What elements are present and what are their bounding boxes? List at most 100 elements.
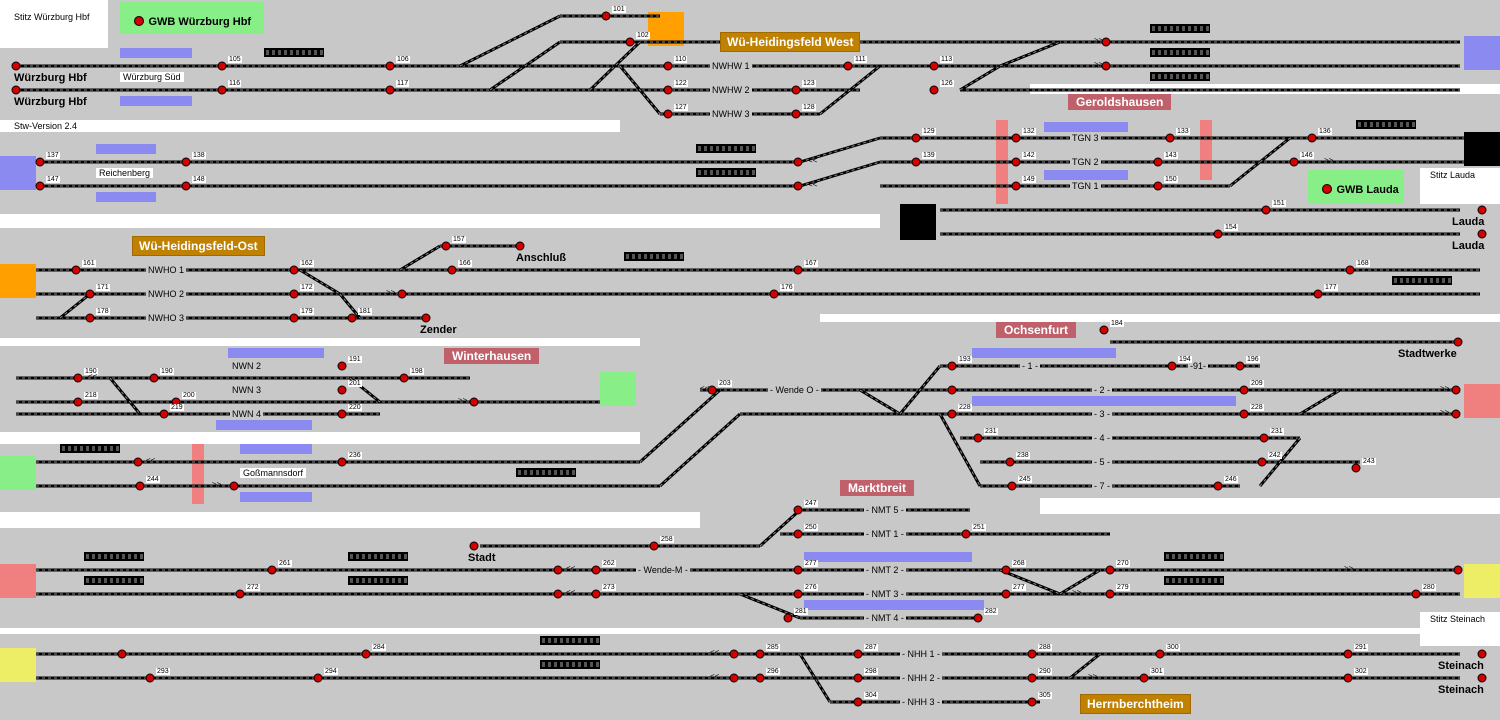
- main-signal-143[interactable]: [1153, 157, 1163, 167]
- main-signal-290[interactable]: [1027, 673, 1037, 683]
- main-signal-228[interactable]: [1239, 409, 1249, 419]
- main-signal-179[interactable]: [289, 313, 299, 323]
- main-signal-129[interactable]: [911, 133, 921, 143]
- main-signal-238[interactable]: [1005, 457, 1015, 467]
- main-signal-243[interactable]: [1351, 463, 1361, 473]
- main-signal-250[interactable]: [793, 529, 803, 539]
- main-signal-196[interactable]: [1235, 361, 1245, 371]
- main-signal-258[interactable]: [649, 541, 659, 551]
- main-signal-246[interactable]: [1213, 481, 1223, 491]
- main-signal-193[interactable]: [947, 361, 957, 371]
- main-signal-128[interactable]: [791, 109, 801, 119]
- main-signal-294[interactable]: [313, 673, 323, 683]
- train-number-field[interactable]: [696, 144, 756, 153]
- train-number-field[interactable]: [1150, 24, 1210, 33]
- main-signal-277[interactable]: [793, 565, 803, 575]
- main-signal-280[interactable]: [1411, 589, 1421, 599]
- main-signal-136[interactable]: [1307, 133, 1317, 143]
- main-signal-null[interactable]: [11, 61, 21, 71]
- main-signal-null[interactable]: [1451, 385, 1461, 395]
- main-signal-287[interactable]: [853, 649, 863, 659]
- main-signal-null[interactable]: [1101, 61, 1111, 71]
- main-signal-198[interactable]: [399, 373, 409, 383]
- main-signal-262[interactable]: [591, 565, 601, 575]
- train-number-field[interactable]: [60, 444, 120, 453]
- main-signal-178[interactable]: [85, 313, 95, 323]
- main-signal-null[interactable]: [947, 385, 957, 395]
- main-signal-133[interactable]: [1165, 133, 1175, 143]
- main-signal-245[interactable]: [1007, 481, 1017, 491]
- train-number-field[interactable]: [1356, 120, 1416, 129]
- main-signal-null[interactable]: [1451, 409, 1461, 419]
- main-signal-null[interactable]: [1101, 37, 1111, 47]
- main-signal-285[interactable]: [755, 649, 765, 659]
- main-signal-194[interactable]: [1167, 361, 1177, 371]
- main-signal-219[interactable]: [159, 409, 169, 419]
- main-signal-null[interactable]: [469, 397, 479, 407]
- main-signal-142[interactable]: [1011, 157, 1021, 167]
- main-signal-null[interactable]: [421, 313, 431, 323]
- train-number-field[interactable]: [1392, 276, 1452, 285]
- main-signal-236[interactable]: [337, 457, 347, 467]
- main-signal-191[interactable]: [337, 361, 347, 371]
- main-signal-null[interactable]: [729, 673, 739, 683]
- main-signal-null[interactable]: [397, 289, 407, 299]
- main-signal-190[interactable]: [73, 373, 83, 383]
- main-signal-null[interactable]: [553, 565, 563, 575]
- main-signal-279[interactable]: [1105, 589, 1115, 599]
- main-signal-231[interactable]: [973, 433, 983, 443]
- main-signal-101[interactable]: [601, 11, 611, 21]
- main-signal-203[interactable]: [707, 385, 717, 395]
- gwb-lauda-button[interactable]: GWB Lauda: [1322, 180, 1399, 198]
- main-signal-null[interactable]: [1453, 337, 1463, 347]
- main-signal-null[interactable]: [1477, 229, 1487, 239]
- main-signal-176[interactable]: [769, 289, 779, 299]
- main-signal-247[interactable]: [793, 505, 803, 515]
- main-signal-300[interactable]: [1155, 649, 1165, 659]
- main-signal-111[interactable]: [843, 61, 853, 71]
- train-number-field[interactable]: [348, 552, 408, 561]
- main-signal-190[interactable]: [149, 373, 159, 383]
- train-number-field[interactable]: [540, 636, 600, 645]
- main-signal-126[interactable]: [929, 85, 939, 95]
- main-signal-302[interactable]: [1343, 673, 1353, 683]
- main-signal-137[interactable]: [35, 157, 45, 167]
- main-signal-293[interactable]: [145, 673, 155, 683]
- main-signal-177[interactable]: [1313, 289, 1323, 299]
- main-signal-110[interactable]: [663, 61, 673, 71]
- main-signal-268[interactable]: [1001, 565, 1011, 575]
- train-number-field[interactable]: [264, 48, 324, 57]
- main-signal-150[interactable]: [1153, 181, 1163, 191]
- main-signal-null[interactable]: [515, 241, 525, 251]
- main-signal-151[interactable]: [1261, 205, 1271, 215]
- train-number-field[interactable]: [1150, 72, 1210, 81]
- main-signal-284[interactable]: [361, 649, 371, 659]
- main-signal-138[interactable]: [181, 157, 191, 167]
- main-signal-220[interactable]: [337, 409, 347, 419]
- train-number-field[interactable]: [84, 552, 144, 561]
- main-signal-161[interactable]: [71, 265, 81, 275]
- main-signal-167[interactable]: [793, 265, 803, 275]
- main-signal-273[interactable]: [591, 589, 601, 599]
- main-signal-281[interactable]: [783, 613, 793, 623]
- main-signal-283[interactable]: [117, 649, 127, 659]
- main-signal-null[interactable]: [793, 181, 803, 191]
- main-signal-270[interactable]: [1105, 565, 1115, 575]
- main-signal-null[interactable]: [793, 157, 803, 167]
- main-signal-157[interactable]: [441, 241, 451, 251]
- main-signal-162[interactable]: [289, 265, 299, 275]
- main-signal-209[interactable]: [1239, 385, 1249, 395]
- main-signal-171[interactable]: [85, 289, 95, 299]
- main-signal-282[interactable]: [973, 613, 983, 623]
- main-signal-null[interactable]: [1477, 205, 1487, 215]
- main-signal-298[interactable]: [853, 673, 863, 683]
- main-signal-291[interactable]: [1343, 649, 1353, 659]
- main-signal-null[interactable]: [1477, 649, 1487, 659]
- main-signal-null[interactable]: [133, 457, 143, 467]
- main-signal-304[interactable]: [853, 697, 863, 707]
- main-signal-139[interactable]: [911, 157, 921, 167]
- main-signal-148[interactable]: [181, 181, 191, 191]
- train-number-field[interactable]: [1164, 576, 1224, 585]
- main-signal-105[interactable]: [217, 61, 227, 71]
- main-signal-122[interactable]: [663, 85, 673, 95]
